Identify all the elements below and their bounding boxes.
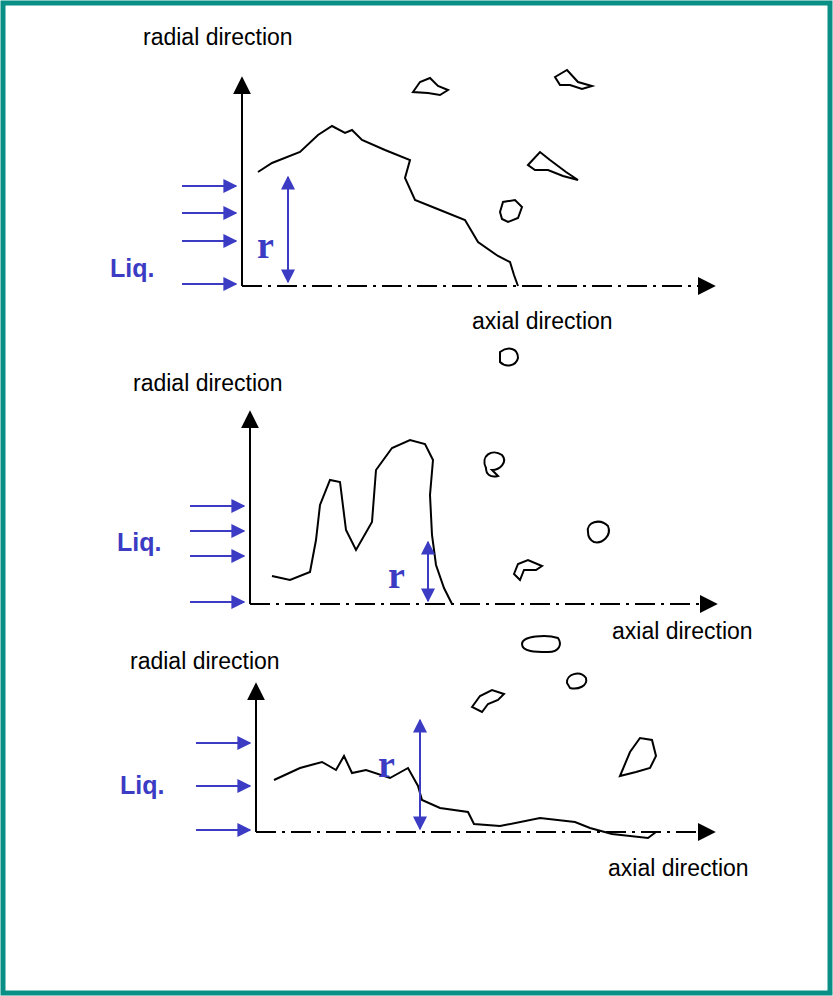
liquid-label: Liq. [110,256,154,281]
axis-title: radial direction [130,650,280,673]
axis-title: axial direction [472,310,613,333]
axis-title: axial direction [608,857,749,880]
axis-title: radial direction [133,372,283,395]
radius-label: r [257,226,274,264]
panel-3 [196,684,714,838]
radius-label: r [388,556,405,594]
panel-1 [182,70,714,286]
frame [3,3,830,993]
axis-title: radial direction [143,26,293,49]
liquid-label: Liq. [120,773,164,798]
liquid-label: Liq. [117,530,161,555]
radius-label: r [378,745,395,783]
axis-title: axial direction [612,620,753,643]
